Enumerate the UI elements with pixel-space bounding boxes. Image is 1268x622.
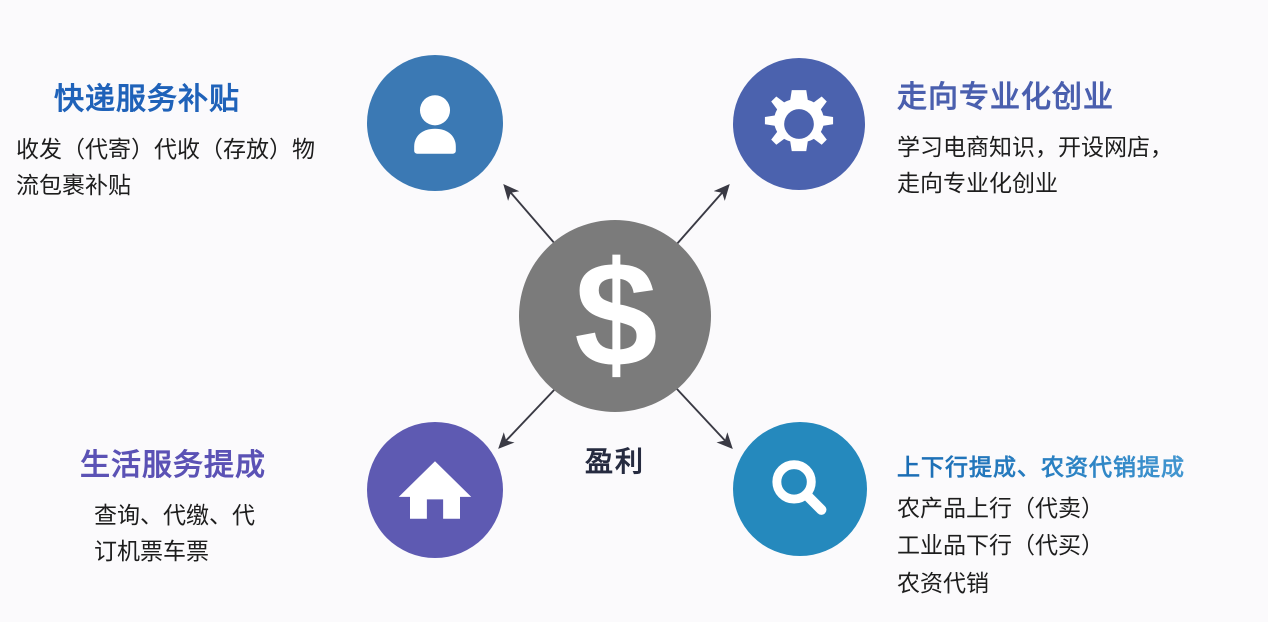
center-hub-circle: $ xyxy=(519,220,711,412)
arrow-to-top-right xyxy=(675,184,730,246)
text-block-top-right: 走向专业化创业 学习电商知识，开设网店， 走向专业化创业 xyxy=(897,72,1257,201)
center-caption: 盈利 xyxy=(584,446,645,477)
title-upstream-downstream-commission: 上下行提成、农资代销提成 xyxy=(897,448,1267,482)
arrow-to-bottom-right xyxy=(675,387,733,449)
title-life-service-commission: 生活服务提成 xyxy=(80,449,266,482)
arrow-to-top-left xyxy=(503,183,557,246)
body-express-subsidy: 收发（代寄）代收（存放）物 流包裹补贴 xyxy=(16,132,366,203)
gear-icon xyxy=(764,90,834,152)
body-professional-entrepreneurship: 学习电商知识，开设网店， 走向专业化创业 xyxy=(897,130,1257,201)
body-line: 查询、代缴、代 xyxy=(94,502,255,528)
title-express-subsidy: 快递服务补贴 xyxy=(54,83,240,116)
node-circle-top-left xyxy=(367,55,503,191)
house-icon xyxy=(398,461,472,519)
text-block-top-left: 快递服务补贴 收发（代寄）代收（存放）物 流包裹补贴 xyxy=(16,74,366,203)
text-block-bottom-right: 上下行提成、农资代销提成 农产品上行（代卖） 工业品下行（代买） 农资代销 xyxy=(897,448,1267,602)
body-line: 订机票车票 xyxy=(94,537,209,564)
body-line: 农资代销 xyxy=(897,569,989,596)
body-line: 走向专业化创业 xyxy=(897,169,1058,196)
magnifier-icon xyxy=(772,460,827,515)
body-line: 流包裹补贴 xyxy=(16,171,131,198)
body-upstream-downstream-commission: 农产品上行（代卖） 工业品下行（代买） 农资代销 xyxy=(897,490,1267,602)
text-block-bottom-left: 生活服务提成 查询、代缴、代 订机票车票 xyxy=(80,440,380,569)
person-icon xyxy=(414,95,456,154)
node-circle-bottom-right xyxy=(733,422,867,556)
body-line: 工业品下行（代买） xyxy=(897,532,1104,559)
title-professional-entrepreneurship: 走向专业化创业 xyxy=(897,81,1114,114)
arrow-to-bottom-left xyxy=(498,387,557,449)
dollar-sign-icon: $ xyxy=(574,230,657,398)
body-line: 收发（代寄）代收（存放）物 xyxy=(16,136,315,162)
body-line: 农产品上行（代卖） xyxy=(897,495,1104,521)
node-circle-bottom-left xyxy=(367,422,503,558)
body-life-service-commission: 查询、代缴、代 订机票车票 xyxy=(80,498,380,569)
body-line: 学习电商知识，开设网店， xyxy=(897,134,1173,160)
node-circle-top-right xyxy=(733,58,865,190)
